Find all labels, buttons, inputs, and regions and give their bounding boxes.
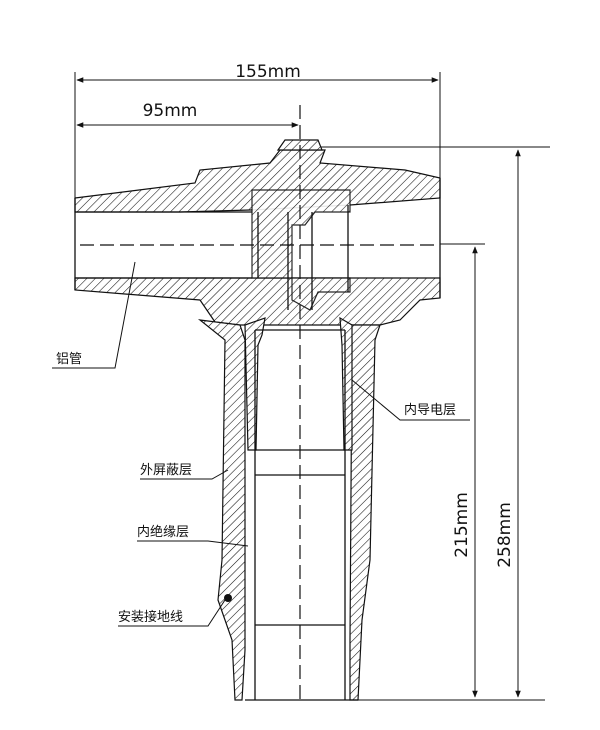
grounding-wire-label: 安装接地线 (118, 609, 183, 625)
dimension-center-offset: 95mm (76, 101, 299, 128)
center-offset-label: 95mm (143, 101, 198, 121)
label-outer-shield-layer: 外屏蔽层 (140, 463, 229, 480)
overall-width-label: 155mm (235, 62, 301, 82)
label-grounding-wire: 安装接地线 (118, 594, 232, 627)
outer-shield-layer-label: 外屏蔽层 (140, 463, 192, 478)
dimension-lower-height: 215mm (440, 243, 485, 698)
aluminum-tube-label: 铝管 (56, 352, 82, 367)
label-inner-conductive-layer: 内导电层 (351, 379, 470, 421)
elbow-vertical-body (197, 316, 381, 701)
total-height-label: 258mm (495, 502, 515, 568)
inner-conductive-layer-label: 内导电层 (404, 402, 456, 418)
lower-height-label: 215mm (452, 492, 472, 558)
elbow-horizontal-body (74, 139, 441, 326)
label-inner-insulation-layer: 内绝缘层 (137, 524, 249, 547)
dimension-total-height: 258mm (318, 146, 550, 701)
label-aluminum-tube: 铝管 (52, 261, 136, 369)
inner-insulation-layer-label: 内绝缘层 (137, 524, 189, 540)
